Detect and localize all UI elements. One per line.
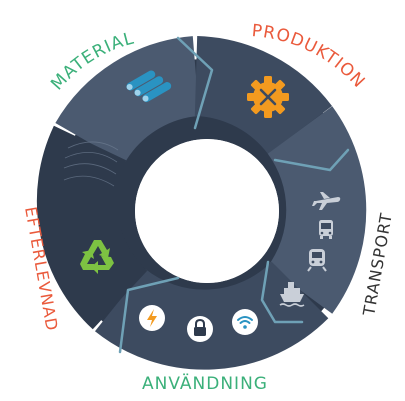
lightning-icon [139, 305, 165, 331]
wifi-icon [232, 309, 258, 335]
ring-inner-hole [135, 139, 279, 283]
lock-icon [187, 316, 213, 342]
ring-segment-transport [267, 106, 367, 314]
divider-produktion-transport [273, 148, 350, 172]
train-icon [307, 249, 327, 272]
divider-anvandning-efterlevnad [118, 276, 180, 354]
ship-icon [279, 282, 305, 307]
bus-icon [319, 220, 333, 239]
logs-icon [126, 70, 172, 103]
efterlevnad-stripes [63, 141, 119, 187]
airplane-icon [312, 192, 341, 210]
ring-segment-efterlevnad [36, 125, 149, 330]
ring-segment-material [55, 36, 201, 165]
label-anvandning: ANVÄNDNING [142, 373, 268, 394]
gear-tools-icon [247, 76, 289, 118]
segment-dividers [118, 36, 350, 354]
recycle-icon [80, 240, 114, 274]
divider-material-produktion [176, 36, 214, 130]
divider-transport-anvandning [260, 260, 304, 324]
